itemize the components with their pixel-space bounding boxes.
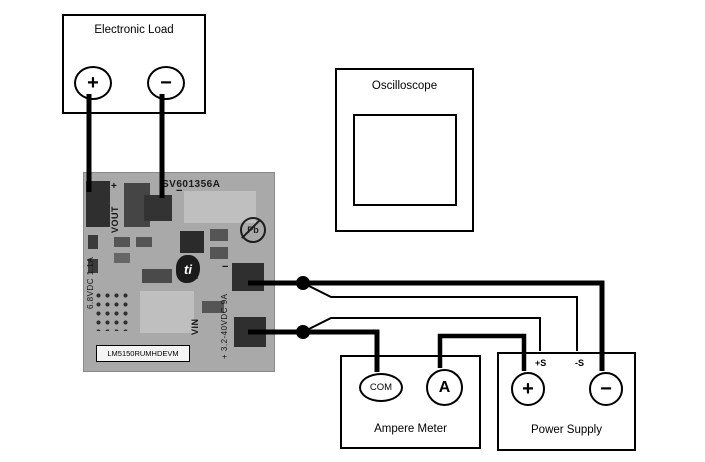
junction-dot bbox=[296, 276, 310, 290]
pb-free-icon: Pb bbox=[240, 217, 266, 243]
board-serial-text: SV601356A bbox=[162, 179, 221, 190]
resistor bbox=[210, 247, 228, 259]
board-part-number-sticker: LM5150RUMHDEVM bbox=[96, 345, 190, 362]
com-label: COM bbox=[369, 382, 393, 393]
vin-minus-mark: − bbox=[222, 261, 229, 273]
oscilloscope-screen bbox=[353, 114, 457, 206]
test-point bbox=[88, 259, 98, 273]
pb-text: Pb bbox=[247, 225, 259, 235]
ampere-meter-a-terminal: A bbox=[426, 369, 463, 406]
ti-logo-icon: ti bbox=[176, 255, 200, 283]
vin-label: VIN bbox=[190, 318, 200, 335]
power-supply-minus-terminal: − bbox=[589, 372, 623, 406]
electronic-load-minus-terminal: − bbox=[147, 66, 185, 100]
electronic-load-plus-terminal: + bbox=[74, 66, 112, 100]
inductor bbox=[142, 269, 172, 283]
capacitor bbox=[136, 237, 152, 247]
resistor bbox=[210, 229, 228, 241]
minus-sense-label: -S bbox=[575, 358, 584, 368]
plus-icon: + bbox=[522, 377, 534, 400]
ammeter-icon: A bbox=[438, 378, 451, 396]
vout-label: VOUT bbox=[110, 205, 120, 233]
vout-minus-pad bbox=[86, 181, 110, 227]
vout-plus-pad bbox=[144, 195, 172, 221]
electronic-load-box: Electronic Load + − bbox=[62, 14, 206, 114]
copper-area bbox=[140, 291, 194, 333]
capacitor bbox=[114, 253, 130, 263]
via-array bbox=[94, 291, 132, 331]
junction-dot bbox=[296, 325, 310, 339]
oscilloscope-box: Oscilloscope bbox=[335, 68, 474, 232]
wire-vin-negative-sense bbox=[302, 282, 578, 351]
vin-rating-text: + 3.2-40VDC 9A bbox=[220, 293, 229, 359]
electronic-load-title: Electronic Load bbox=[94, 24, 174, 36]
vout-rating-text: 6.8VDC 1.1A bbox=[86, 256, 95, 309]
ampere-meter-box: COM A Ampere Meter bbox=[340, 355, 481, 449]
vin-minus-pad bbox=[232, 263, 264, 291]
power-supply-box: +S -S + − Power Supply bbox=[497, 352, 636, 451]
ampere-meter-title: Ampere Meter bbox=[374, 423, 447, 435]
ti-logo-text: ti bbox=[184, 261, 192, 277]
ampere-meter-com-terminal: COM bbox=[359, 373, 403, 402]
vout-minus-mark: − bbox=[176, 185, 183, 197]
vin-plus-pad bbox=[234, 317, 266, 347]
evm-board: SV601356A + VOUT − 6.8VDC 1.1A − VIN + 3… bbox=[83, 172, 275, 372]
test-point bbox=[88, 235, 98, 249]
wire-vin-positive-sense bbox=[302, 317, 541, 351]
capacitor bbox=[114, 237, 130, 247]
power-supply-plus-terminal: + bbox=[511, 372, 545, 406]
ic-chip bbox=[180, 231, 204, 253]
plus-sense-label: +S bbox=[535, 358, 547, 368]
minus-icon: − bbox=[160, 71, 172, 94]
minus-icon: − bbox=[600, 377, 612, 400]
vout-plus-mark: + bbox=[111, 181, 117, 192]
copper-area bbox=[184, 191, 256, 223]
oscilloscope-title: Oscilloscope bbox=[371, 80, 438, 92]
power-supply-title: Power Supply bbox=[531, 424, 602, 436]
capacitor bbox=[202, 301, 224, 313]
plus-icon: + bbox=[87, 71, 99, 94]
